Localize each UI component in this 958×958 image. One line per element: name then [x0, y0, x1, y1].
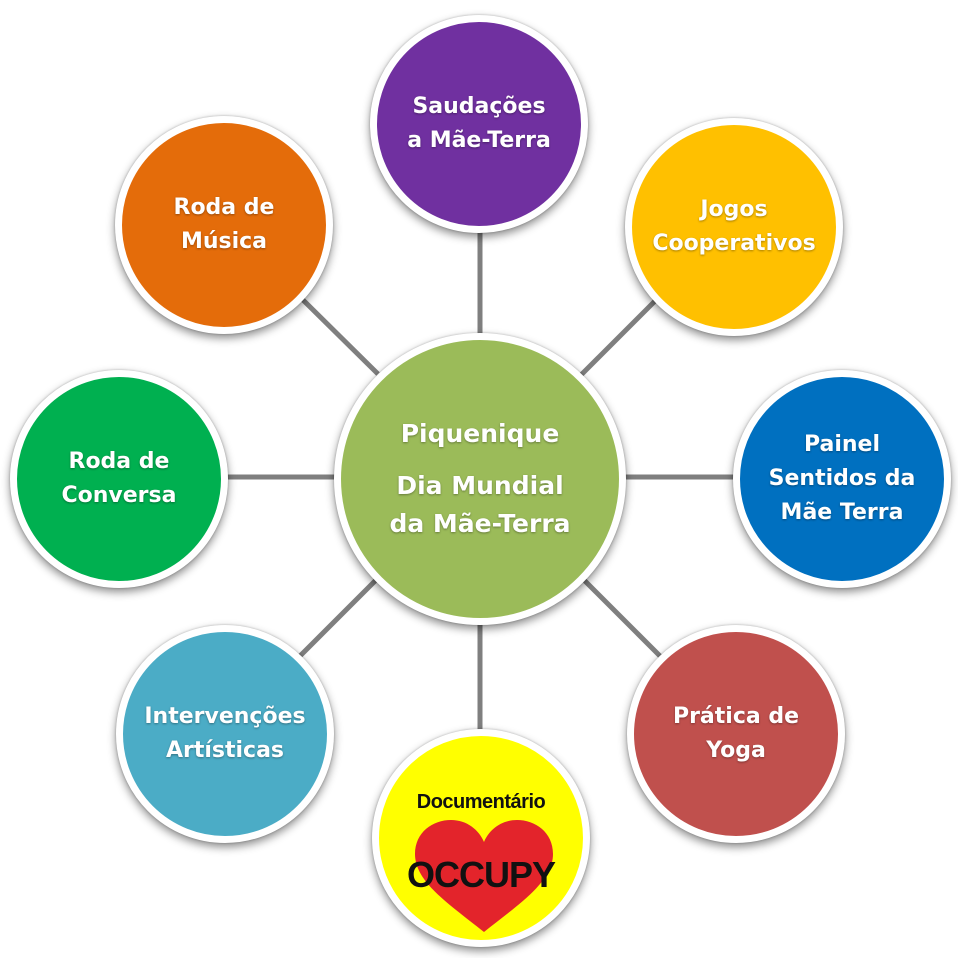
- center-subtitle-line-1: Dia Mundial: [396, 471, 564, 500]
- occupy-brand-text: OCCUPY: [406, 854, 556, 895]
- node-saudacoes-line-2: a Mãe-Terra: [407, 128, 551, 153]
- node-jogos-line-2: Cooperativos: [652, 231, 816, 256]
- node-intervencoes: Intervenções Artísticas: [116, 625, 334, 843]
- connector-musica: [298, 295, 380, 376]
- node-yoga-line-2: Yoga: [706, 738, 766, 763]
- center-subtitle-line-2: da Mãe-Terra: [389, 509, 571, 538]
- node-conversa-line-2: Conversa: [61, 483, 177, 508]
- node-saudacoes-line-1: Saudações: [412, 94, 546, 119]
- center-title: Piquenique: [400, 419, 560, 448]
- center-node-piquenique: Piquenique Dia Mundial da Mãe-Terra: [334, 333, 626, 625]
- node-conversa-line-1: Roda de: [68, 449, 170, 474]
- node-painel-line-2: Sentidos da: [768, 466, 916, 491]
- node-jogos-line-1: Jogos: [700, 197, 768, 222]
- node-conversa: Roda de Conversa: [10, 370, 228, 588]
- node-musica-line-2: Música: [180, 229, 268, 254]
- documentario-title: Documentário: [416, 791, 546, 813]
- node-yoga: Prática de Yoga: [627, 625, 845, 843]
- heart-icon: [415, 820, 553, 932]
- node-saudacoes: Saudações a Mãe-Terra: [370, 15, 588, 233]
- node-painel-line-3: Mãe Terra: [780, 500, 904, 525]
- connector-intervencoes: [298, 576, 380, 658]
- node-intervencoes-line-2: Artísticas: [165, 738, 285, 763]
- node-painel-line-1: Painel: [803, 432, 881, 457]
- node-yoga-line-1: Prática de: [672, 704, 800, 729]
- connector-jogos: [578, 296, 660, 378]
- node-jogos: Jogos Cooperativos: [625, 118, 843, 336]
- node-documentario: Documentário OCCUPY: [372, 729, 590, 947]
- node-intervencoes-line-1: Intervenções: [144, 704, 306, 729]
- node-painel: Painel Sentidos da Mãe Terra: [733, 370, 951, 588]
- node-musica-line-1: Roda de: [173, 195, 275, 220]
- node-musica: Roda de Música: [115, 116, 333, 334]
- connector-yoga: [580, 576, 662, 658]
